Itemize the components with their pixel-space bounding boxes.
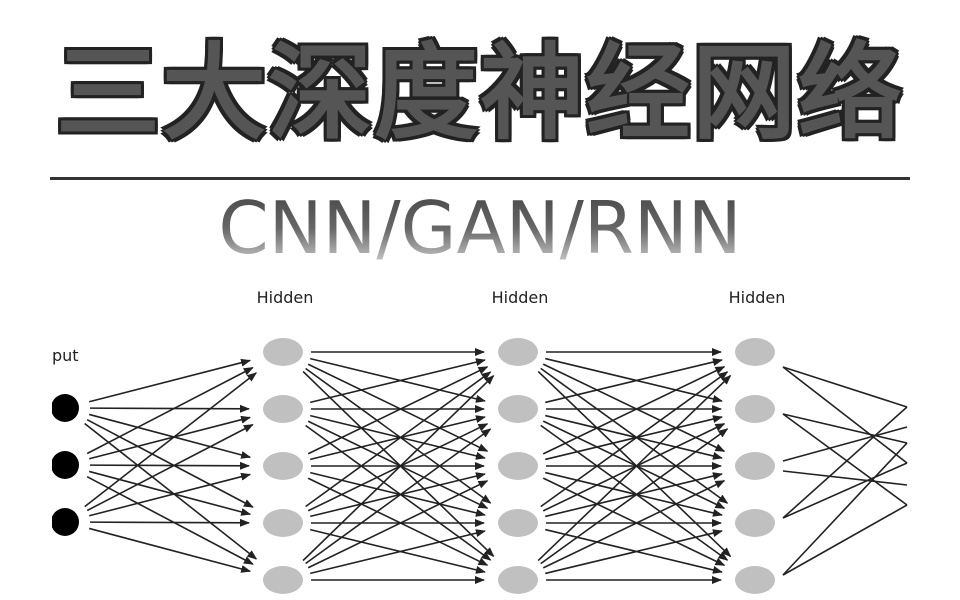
edge-l1-4-3 [310, 529, 486, 575]
edge-l0-1-1 [89, 415, 252, 460]
edge-l2-0-1 [545, 357, 723, 403]
edge-l1-0-1 [310, 357, 486, 403]
edge-l1-1-2 [310, 414, 486, 460]
edge-l2-0-2 [542, 363, 726, 452]
edge-l0-1-3 [88, 470, 252, 516]
edge-l0-1-2 [89, 461, 251, 470]
hidden-node-2-3 [498, 509, 538, 537]
edge-l1-4-2 [307, 480, 489, 569]
edge-l2-1-2 [545, 414, 723, 460]
edge-l1-0-4 [302, 370, 495, 558]
edge-l0-2-3 [89, 518, 251, 527]
hidden-node-3-0 [735, 338, 775, 366]
edge-l2-1-0 [545, 358, 723, 404]
edge-l0-2-4 [88, 527, 252, 573]
hidden-label-1: Hidden [257, 288, 314, 307]
hidden-label-2: Hidden [492, 288, 549, 307]
output-edge-1-2 [782, 413, 908, 444]
edge-l0-1-4 [86, 475, 254, 565]
edge-l1-4-0 [302, 374, 495, 562]
edge-l0-0-1 [89, 404, 251, 413]
hidden-node-2-4 [498, 566, 538, 594]
edge-l0-0-4 [84, 422, 258, 560]
edge-l0-0-2 [88, 413, 252, 459]
edge-l1-1-3 [307, 420, 489, 509]
edge-l1-0-2 [307, 363, 489, 452]
output-edge-1-5 [782, 413, 908, 506]
edge-l0-2-2 [89, 472, 252, 517]
subtitle: CNN/GAN/RNN [0, 186, 960, 270]
edge-l2-2-4 [542, 477, 726, 566]
hidden-node-1-2 [263, 452, 303, 480]
main-title: 三大深度神经网络 [54, 31, 904, 156]
hidden-node-3-4 [735, 566, 775, 594]
output-edge-4-5 [782, 504, 908, 576]
edge-l1-3-4 [310, 528, 486, 574]
divider [50, 177, 910, 180]
edge-l0-1-0 [86, 366, 254, 455]
edge-l0-0-3 [86, 418, 254, 508]
hidden-label-3: Hidden [729, 288, 786, 307]
input-node-1 [51, 451, 79, 479]
edge-l2-1-3 [542, 420, 726, 509]
edge-l0-0-0 [89, 358, 252, 403]
input-label: put [52, 346, 79, 365]
hidden-node-3-2 [735, 452, 775, 480]
output-edge-0-3 [782, 366, 908, 464]
edge-l1-3-2 [310, 472, 486, 518]
hidden-node-2-2 [498, 452, 538, 480]
hidden-node-1-4 [263, 566, 303, 594]
edge-l1-3-0 [305, 371, 492, 508]
hidden-node-2-1 [498, 395, 538, 423]
edge-l2-2-0 [542, 366, 726, 455]
edge-l1-2-1 [310, 415, 486, 461]
hidden-node-2-0 [498, 338, 538, 366]
edge-l2-3-4 [545, 528, 723, 574]
edge-l1-2-4 [307, 477, 489, 566]
edge-l1-3-1 [307, 423, 489, 512]
hidden-node-1-1 [263, 395, 303, 423]
edge-l1-1-0 [310, 358, 486, 404]
left-crop-mask [0, 380, 52, 550]
edge-l2-2-1 [545, 415, 723, 461]
output-edge-2-1 [782, 426, 908, 462]
edge-l2-3-0 [540, 371, 729, 508]
edge-l2-3-1 [542, 423, 726, 512]
edge-l0-2-0 [84, 372, 257, 508]
output-edge-4-2 [782, 442, 908, 576]
hidden-node-1-3 [263, 509, 303, 537]
edge-l2-4-3 [545, 529, 723, 575]
edge-l2-4-2 [542, 480, 726, 569]
edge-l2-2-3 [545, 471, 723, 517]
edge-l1-4-1 [305, 428, 492, 565]
edge-l0-2-1 [86, 423, 254, 512]
output-edge-3-0 [782, 406, 908, 519]
input-node-2 [51, 508, 79, 536]
hidden-node-3-1 [735, 395, 775, 423]
edge-l2-4-1 [540, 428, 729, 565]
output-edge-3-3 [782, 462, 908, 519]
output-edge-0-0 [782, 366, 908, 408]
edge-l2-3-2 [545, 472, 723, 518]
edge-l2-4-0 [537, 374, 732, 562]
edge-l1-2-0 [307, 366, 489, 455]
hidden-node-3-3 [735, 509, 775, 537]
output-edge-2-4 [782, 470, 908, 486]
edge-l2-0-4 [537, 370, 732, 558]
input-node-0 [51, 394, 79, 422]
hidden-node-1-0 [263, 338, 303, 366]
edge-l1-2-3 [310, 471, 486, 517]
